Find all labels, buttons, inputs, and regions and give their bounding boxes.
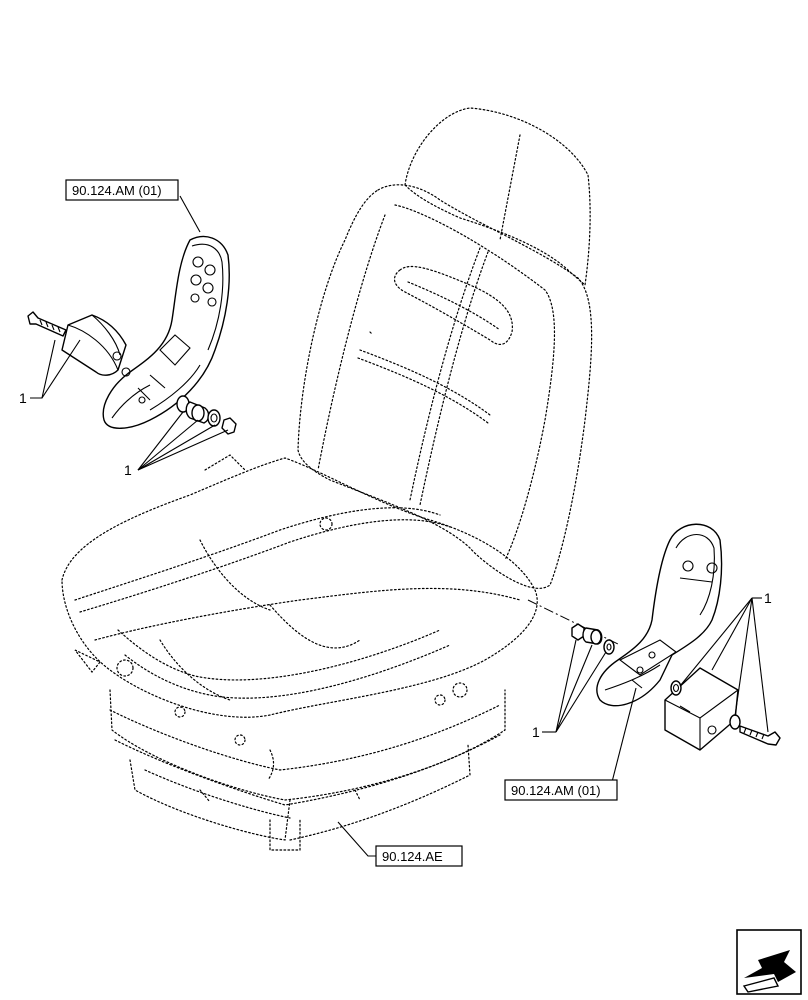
ref-seat-base-label: 90.124.AE [382, 849, 443, 864]
ref-seat-base[interactable]: 90.124.AE [375, 845, 463, 867]
right-washer [603, 639, 615, 655]
seat-headrest [404, 107, 591, 287]
right-seatbelt-buckle [664, 667, 739, 751]
left-nut [221, 417, 237, 435]
callout-left-upper: 1 [19, 390, 27, 406]
ref-right-bracket-label: 90.124.AM (01) [511, 783, 601, 798]
callout-right-upper: 1 [764, 590, 772, 606]
right-nut [571, 623, 585, 641]
right-bracket-plate [596, 523, 723, 707]
seat-backrest [297, 184, 593, 589]
callout-left-lower: 1 [124, 462, 132, 478]
ref-right-bracket[interactable]: 90.124.AM (01) [504, 779, 618, 801]
arrow-icon[interactable] [736, 929, 802, 995]
ref-left-bracket-label: 90.124.AM (01) [72, 183, 162, 198]
right-lock-washer [670, 680, 682, 696]
right-bolt [739, 725, 781, 746]
ref-left-bracket[interactable]: 90.124.AM (01) [65, 179, 179, 201]
callout-right-lower: 1 [532, 724, 540, 740]
seat [61, 107, 593, 851]
left-bracket-assembly [27, 195, 237, 471]
seat-base [109, 689, 506, 801]
left-lock-washer [207, 409, 221, 427]
right-bracket-assembly [542, 523, 781, 783]
seat-cushion [61, 457, 538, 718]
